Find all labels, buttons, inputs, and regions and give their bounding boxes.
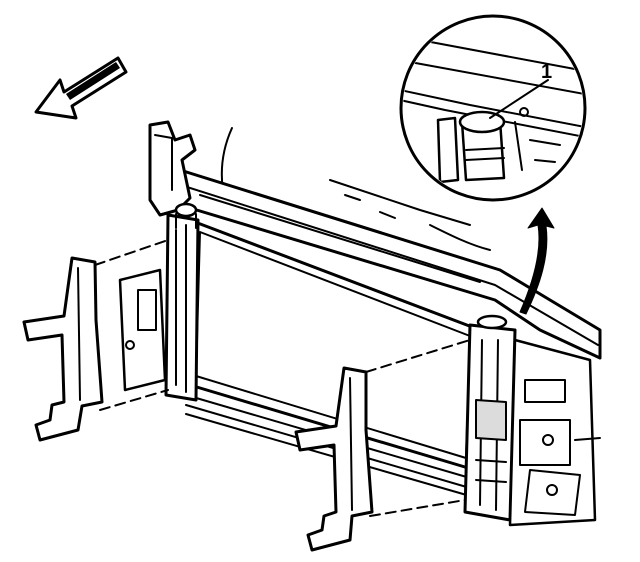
right-radiator-tank	[463, 314, 517, 522]
left-support-bracket	[148, 120, 197, 217]
right-side-frame	[508, 338, 601, 527]
alignment-lines	[94, 239, 471, 517]
callout-1-label: 1	[541, 61, 552, 83]
direction-arrow-icon	[34, 56, 128, 120]
right-air-baffle	[294, 366, 374, 552]
left-radiator-tank	[164, 202, 200, 402]
detail-inset: 1	[399, 14, 587, 202]
left-air-baffle	[22, 256, 104, 442]
left-side-mount	[118, 268, 167, 392]
rotate-arrow-icon	[519, 207, 555, 315]
